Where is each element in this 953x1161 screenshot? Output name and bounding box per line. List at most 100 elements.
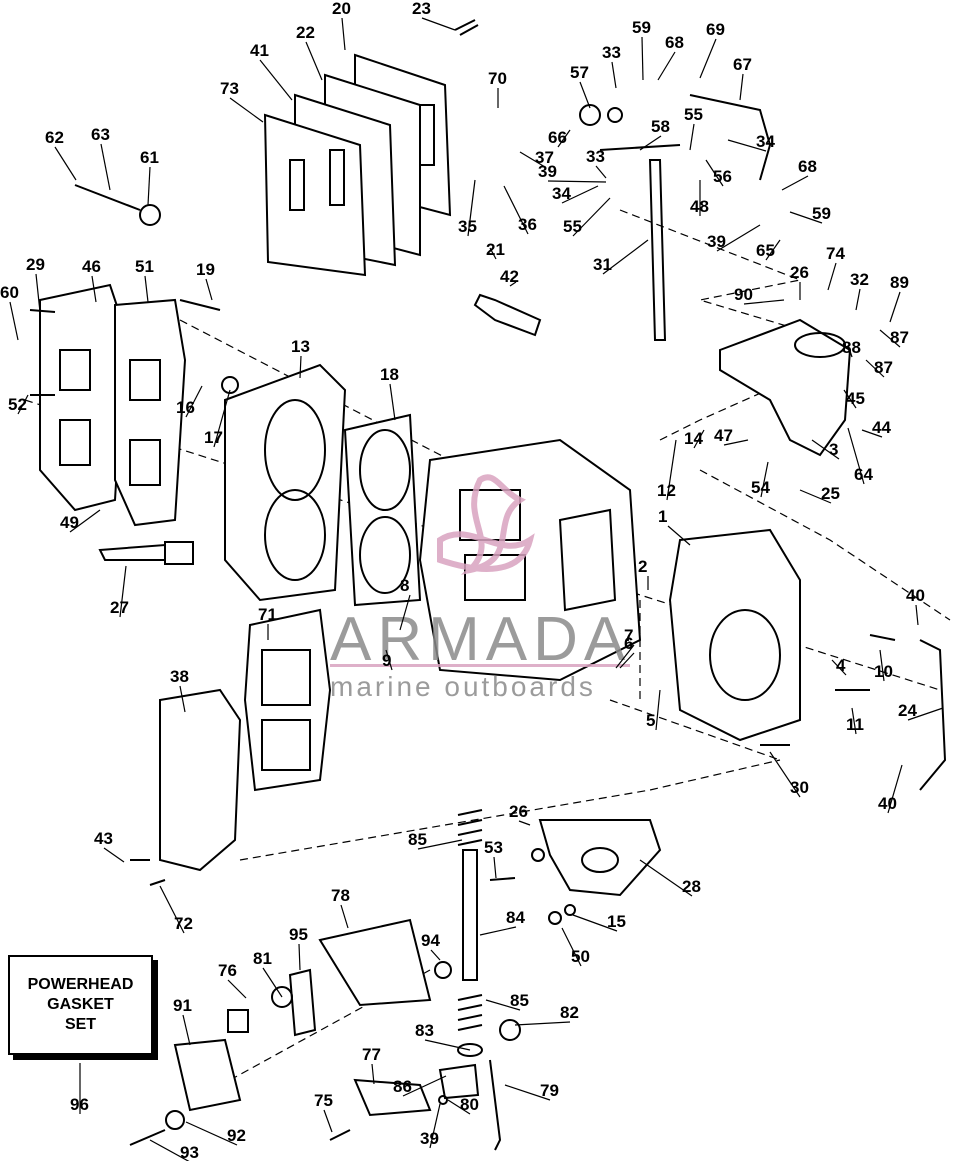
callout-96: 96 bbox=[70, 1095, 89, 1114]
leader-line bbox=[915, 604, 919, 626]
leader-line bbox=[657, 51, 676, 81]
callout-83: 83 bbox=[415, 1021, 434, 1040]
callout-34: 34 bbox=[552, 184, 571, 203]
callout-32: 32 bbox=[850, 270, 869, 289]
spark-plug bbox=[98, 541, 194, 565]
leader-line bbox=[69, 509, 101, 533]
callout-46: 46 bbox=[82, 257, 101, 276]
watermark-brand: ARMADA bbox=[330, 605, 631, 674]
callout-25: 25 bbox=[821, 484, 840, 503]
callout-27: 27 bbox=[110, 598, 129, 617]
callout-20: 20 bbox=[332, 0, 351, 18]
leader-line bbox=[781, 175, 809, 191]
callout-2: 2 bbox=[638, 557, 647, 576]
callout-86: 86 bbox=[393, 1077, 412, 1096]
leader-line bbox=[467, 179, 476, 237]
callout-94: 94 bbox=[421, 931, 440, 950]
callout-42: 42 bbox=[500, 267, 519, 286]
powerhead-gasket-set-kit: POWERHEAD GASKET SET bbox=[8, 955, 158, 1060]
leader-line bbox=[602, 239, 649, 275]
bracket-28 bbox=[538, 819, 662, 897]
leader-line bbox=[147, 166, 151, 206]
upper-bearing-housing bbox=[719, 318, 852, 457]
callout-26: 26 bbox=[509, 802, 528, 821]
leader-line bbox=[185, 385, 203, 418]
callout-26: 26 bbox=[790, 263, 809, 282]
callout-69: 69 bbox=[706, 20, 725, 39]
leader-line bbox=[213, 389, 231, 448]
leader-line bbox=[727, 139, 767, 152]
callout-33: 33 bbox=[602, 43, 621, 62]
callout-35: 35 bbox=[458, 217, 477, 236]
leader-lines bbox=[9, 17, 944, 1161]
leader-line bbox=[205, 278, 213, 301]
leader-line bbox=[689, 123, 695, 151]
leader-line bbox=[831, 659, 847, 676]
callout-59: 59 bbox=[632, 18, 651, 37]
leader-line bbox=[693, 429, 705, 449]
callout-81: 81 bbox=[253, 949, 272, 968]
callout-55: 55 bbox=[684, 105, 703, 124]
linkage-shaft bbox=[457, 809, 483, 1057]
leader-line bbox=[103, 847, 125, 863]
leader-line bbox=[17, 394, 29, 415]
leader-line bbox=[503, 185, 529, 235]
callout-82: 82 bbox=[560, 1003, 579, 1022]
leader-line bbox=[861, 429, 883, 438]
callout-30: 30 bbox=[790, 778, 809, 797]
callout-23: 23 bbox=[412, 0, 431, 18]
crankcase bbox=[668, 528, 801, 742]
callout-95: 95 bbox=[289, 925, 308, 944]
callout-87: 87 bbox=[890, 328, 909, 347]
leader-line bbox=[743, 299, 785, 305]
callout-79: 79 bbox=[540, 1081, 559, 1100]
leader-line bbox=[639, 859, 693, 897]
callout-39: 39 bbox=[420, 1129, 439, 1148]
leader-line bbox=[340, 904, 349, 929]
kit-label: POWERHEAD GASKET SET bbox=[27, 976, 134, 1033]
leader-line bbox=[561, 927, 582, 967]
leader-line bbox=[399, 594, 411, 631]
callout-73: 73 bbox=[220, 79, 239, 98]
leader-line bbox=[479, 926, 517, 936]
callout-74: 74 bbox=[826, 244, 845, 263]
leader-line bbox=[760, 461, 769, 498]
leader-line bbox=[518, 820, 531, 826]
callout-84: 84 bbox=[506, 908, 525, 927]
leader-line bbox=[185, 1121, 238, 1146]
callout-93: 93 bbox=[180, 1143, 199, 1161]
callout-47: 47 bbox=[714, 426, 733, 445]
callout-59: 59 bbox=[812, 204, 831, 223]
leader-line bbox=[144, 275, 149, 303]
callout-88: 88 bbox=[842, 338, 861, 357]
callout-58: 58 bbox=[651, 117, 670, 136]
leader-line bbox=[9, 301, 19, 341]
leader-line bbox=[323, 1109, 333, 1133]
left-side-covers bbox=[39, 283, 187, 527]
callout-28: 28 bbox=[682, 877, 701, 896]
leader-line bbox=[402, 1075, 447, 1097]
leader-line bbox=[119, 565, 127, 618]
leader-line bbox=[424, 1039, 471, 1051]
callout-68: 68 bbox=[798, 157, 817, 176]
leader-line bbox=[489, 247, 497, 260]
leader-line bbox=[159, 885, 185, 934]
leader-line bbox=[827, 262, 837, 291]
callout-50: 50 bbox=[571, 947, 590, 966]
callout-64: 64 bbox=[854, 465, 873, 484]
callout-38: 38 bbox=[170, 667, 189, 686]
callout-60: 60 bbox=[0, 283, 19, 302]
leader-line bbox=[619, 652, 635, 669]
callout-71: 71 bbox=[258, 605, 277, 624]
callout-33: 33 bbox=[586, 147, 605, 166]
leader-line bbox=[298, 943, 301, 971]
callout-15: 15 bbox=[607, 912, 626, 931]
callout-53: 53 bbox=[484, 838, 503, 857]
leader-line bbox=[149, 1139, 190, 1161]
callout-7: 7 bbox=[624, 626, 633, 645]
callout-91: 91 bbox=[173, 996, 192, 1015]
leader-line bbox=[493, 856, 497, 879]
leader-line bbox=[389, 383, 396, 421]
intake-manifold bbox=[159, 608, 332, 872]
